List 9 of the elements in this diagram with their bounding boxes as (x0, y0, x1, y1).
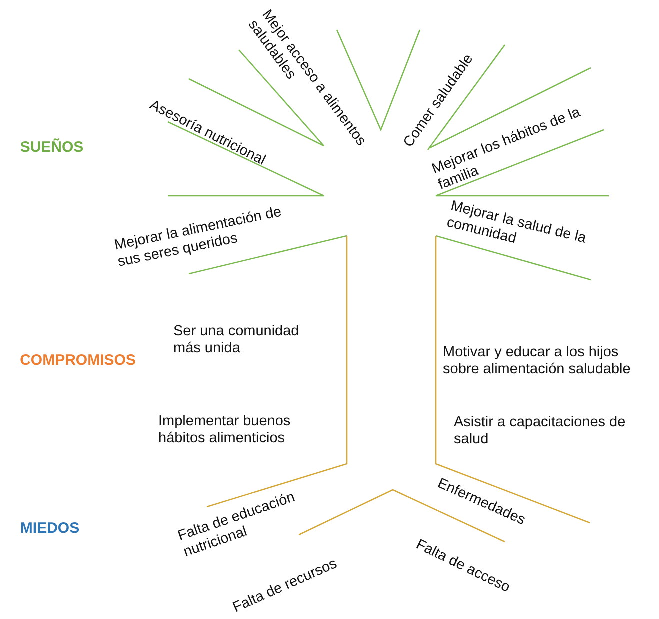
section-heading: COMPROMISOS (20, 352, 136, 370)
tree-label: Asistir a capacitaciones de salud (454, 414, 627, 450)
section-heading: SUEÑOS (20, 139, 84, 157)
tree-label: Motivar y educar a los hijos sobre alimentación saludable (443, 344, 632, 380)
tree-label: Ser una comunidad más unida (174, 324, 300, 358)
tree-label: Implementar buenos hábitos alimenticios (158, 414, 292, 448)
section-heading: MIEDOS (20, 520, 80, 538)
tree-label: Mejorar la salud de la comunidad (444, 198, 589, 250)
tree-label: Mejorar la alimentación de sus seres queridos (113, 204, 284, 272)
